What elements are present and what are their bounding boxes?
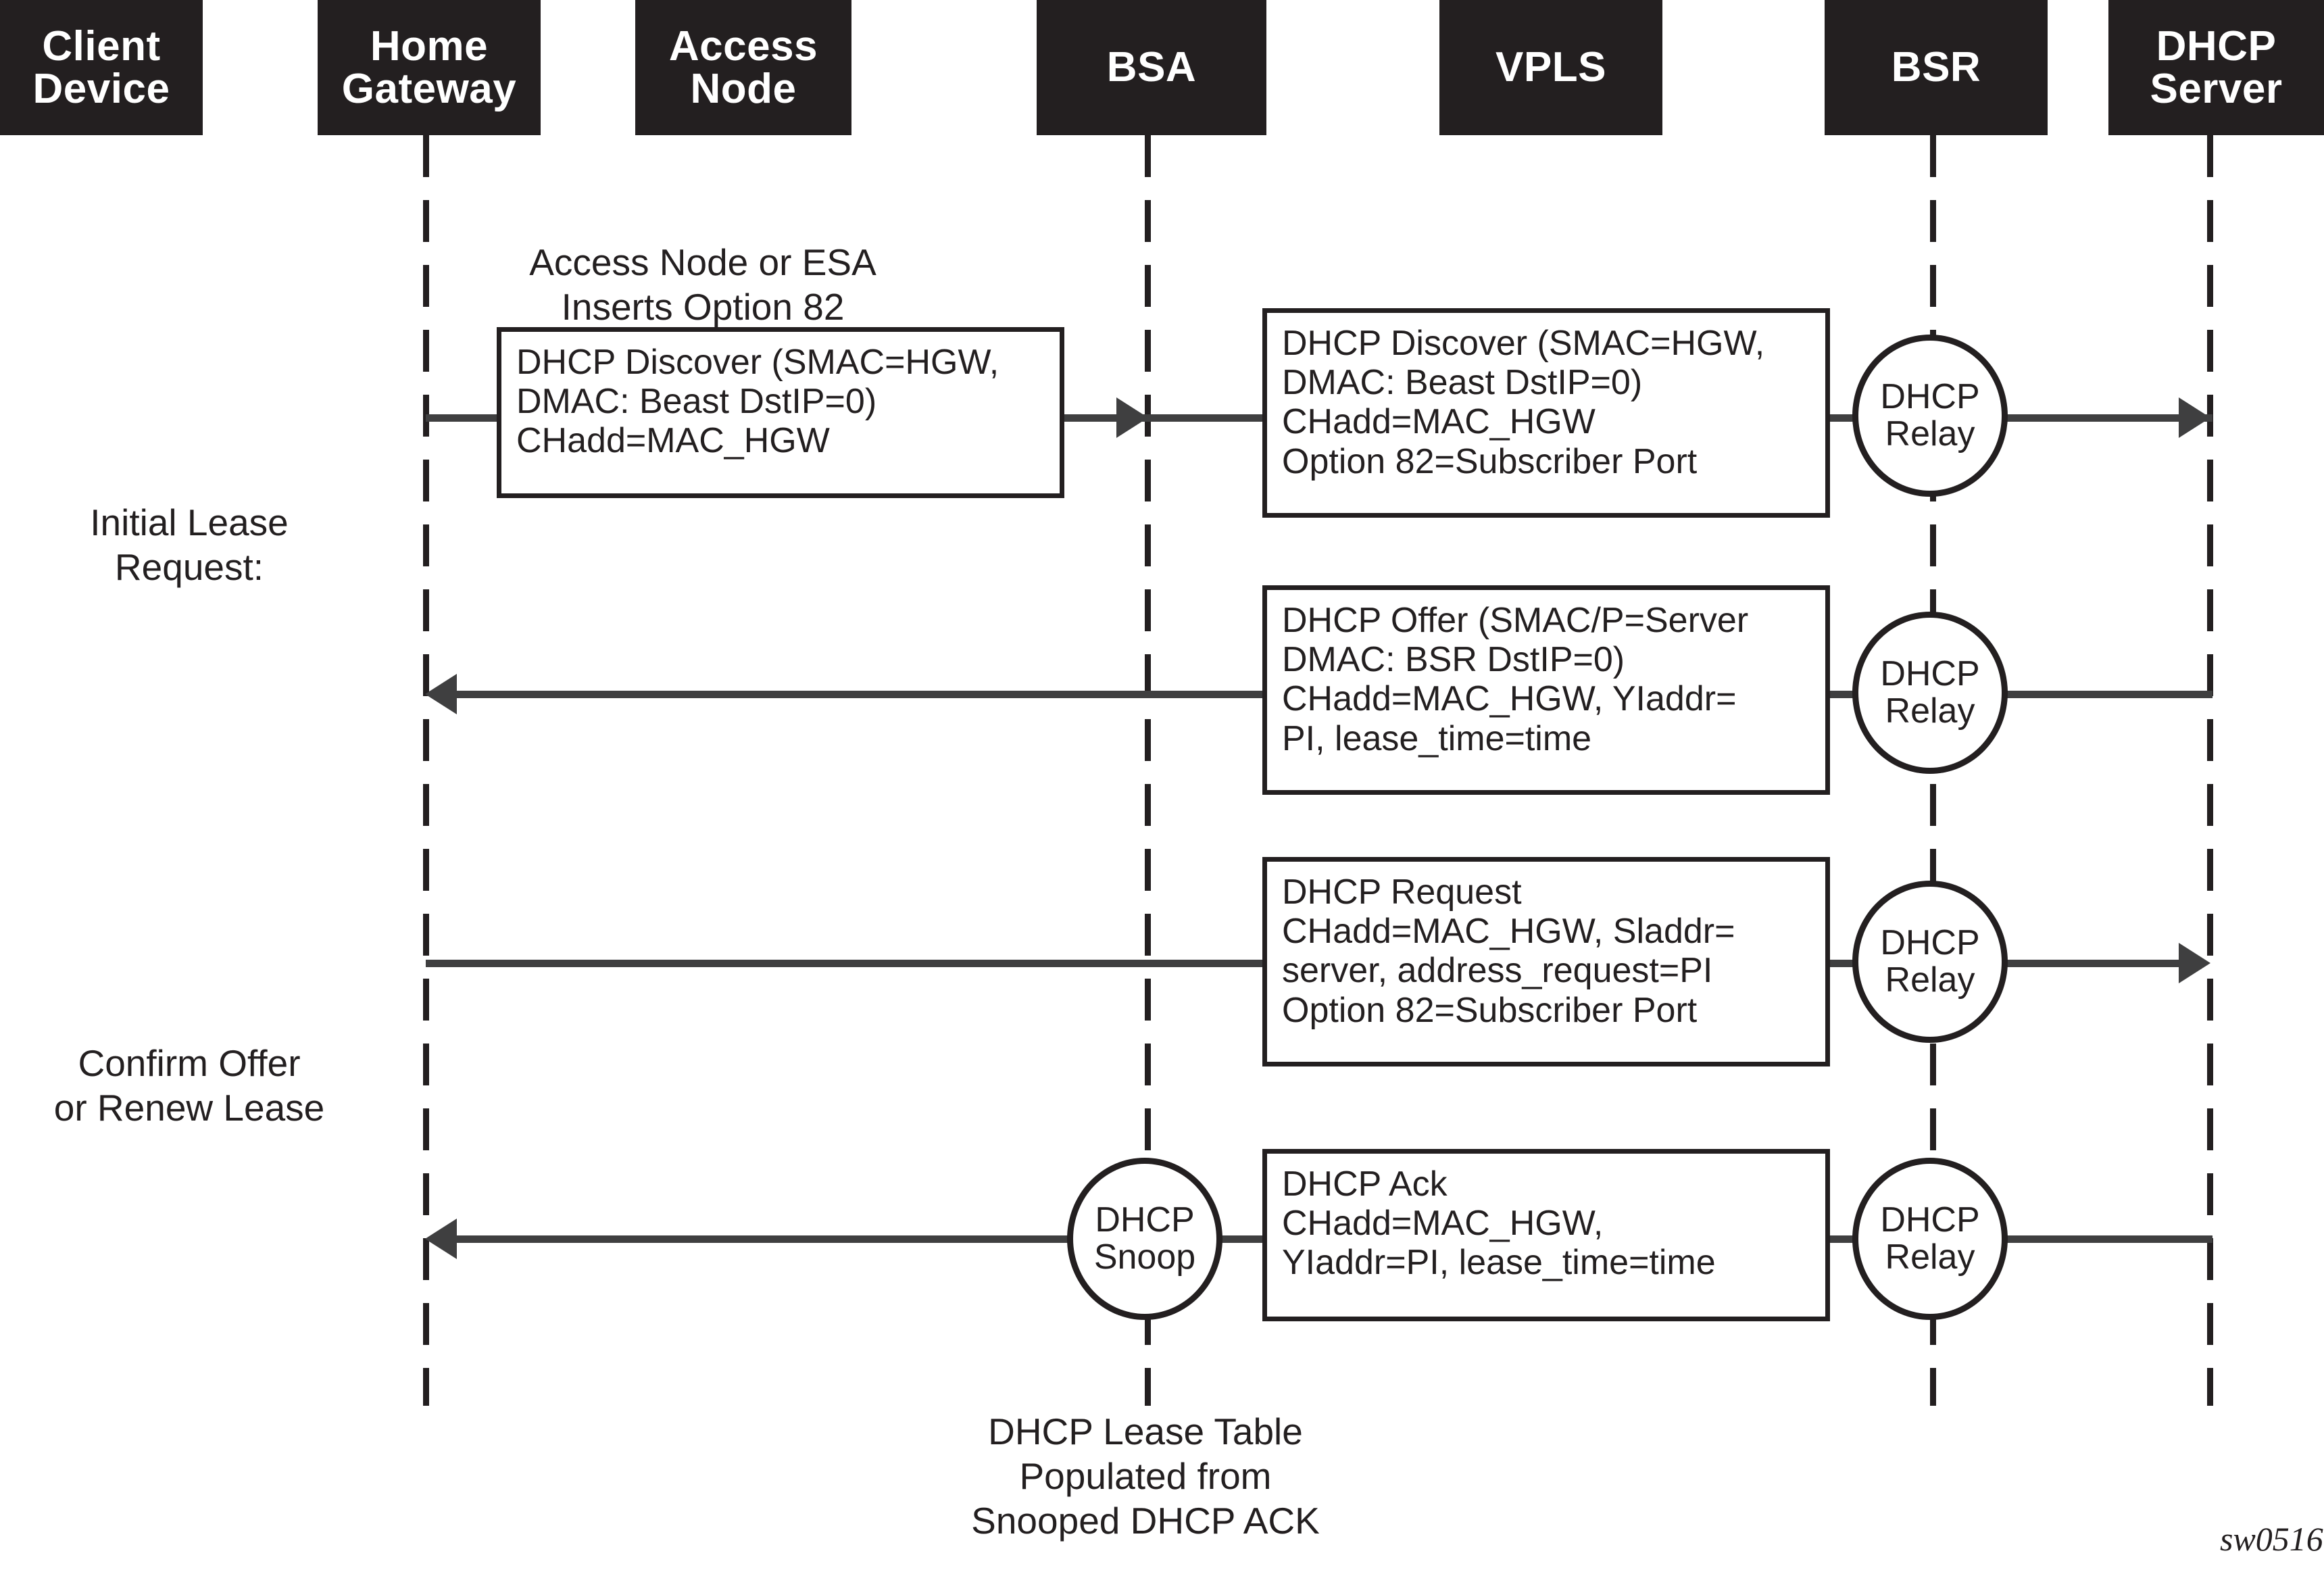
actor-vpls: VPLS xyxy=(1439,0,1662,135)
annotation-option-82-insert: Access Node or ESA Inserts Option 82 xyxy=(529,241,876,328)
actor-home-gateway-line2: Gateway xyxy=(341,66,517,112)
lifeline-bsa xyxy=(1145,135,1151,1406)
arrowhead-discover-access xyxy=(1116,397,1148,438)
actor-client-device-line2: Device xyxy=(32,66,170,112)
figure-id: sw0516 xyxy=(2220,1520,2323,1558)
actor-dhcp-server: DHCP Server xyxy=(2108,0,2324,135)
node-dhcp-relay-ack-line2: Relay xyxy=(1885,1237,1975,1277)
node-dhcp-snoop-ack-line2: Snoop xyxy=(1093,1237,1196,1277)
message-box-dhcp-discover-core: DHCP Discover (SMAC=HGW, DMAC: Beast Dst… xyxy=(1262,308,1830,518)
arrowhead-discover-core xyxy=(2179,397,2210,438)
node-dhcp-relay-ack-line1: DHCP xyxy=(1880,1200,1980,1240)
lifeline-home-gateway xyxy=(423,135,429,1406)
actor-dhcp-server-line2: Server xyxy=(2150,66,2283,112)
actor-home-gateway: Home Gateway xyxy=(318,0,541,135)
actor-bsa-line1: BSA xyxy=(1106,44,1197,91)
actor-bsa: BSA xyxy=(1037,0,1266,135)
actor-access-node-line2: Node xyxy=(690,66,797,112)
arrowhead-ack xyxy=(425,1219,457,1259)
message-box-dhcp-request: DHCP Request CHadd=MAC_HGW, Sladdr= serv… xyxy=(1262,857,1830,1066)
actor-vpls-line1: VPLS xyxy=(1495,44,1606,91)
node-dhcp-snoop-ack: DHCP Snoop xyxy=(1067,1158,1222,1320)
phase-label-initial-lease-request: Initial Lease Request: xyxy=(90,501,289,588)
node-dhcp-relay-offer-line2: Relay xyxy=(1885,691,1975,731)
actor-dhcp-server-line1: DHCP xyxy=(2156,22,2277,70)
node-dhcp-relay-offer: DHCP Relay xyxy=(1852,612,2008,774)
node-dhcp-relay-request-line2: Relay xyxy=(1885,960,1975,1000)
node-dhcp-relay-request-line1: DHCP xyxy=(1880,923,1980,963)
annotation-lease-table: DHCP Lease Table Populated from Snooped … xyxy=(971,1410,1320,1542)
actor-client-device-line1: Client xyxy=(42,22,161,70)
arrowhead-request xyxy=(2179,943,2210,983)
actor-bsr: BSR xyxy=(1825,0,2048,135)
actor-client-device: Client Device xyxy=(0,0,203,135)
actor-access-node-line1: Access xyxy=(668,22,818,70)
node-dhcp-relay-discover-line1: DHCP xyxy=(1880,377,1980,417)
message-box-dhcp-discover-access: DHCP Discover (SMAC=HGW, DMAC: Beast Dst… xyxy=(497,327,1064,498)
node-dhcp-relay-request: DHCP Relay xyxy=(1852,881,2008,1043)
node-dhcp-relay-discover: DHCP Relay xyxy=(1852,335,2008,497)
arrowhead-offer xyxy=(425,674,457,714)
node-dhcp-snoop-ack-line1: DHCP xyxy=(1095,1200,1195,1240)
message-box-dhcp-offer: DHCP Offer (SMAC/P=Server DMAC: BSR DstI… xyxy=(1262,585,1830,795)
node-dhcp-relay-ack: DHCP Relay xyxy=(1852,1158,2008,1320)
message-box-dhcp-ack: DHCP Ack CHadd=MAC_HGW, YIaddr=PI, lease… xyxy=(1262,1149,1830,1321)
actor-home-gateway-line1: Home xyxy=(370,22,489,70)
node-dhcp-relay-discover-line2: Relay xyxy=(1885,414,1975,453)
actor-access-node: Access Node xyxy=(635,0,851,135)
phase-label-confirm-offer-or-renew-lease: Confirm Offer or Renew Lease xyxy=(53,1042,325,1129)
actor-bsr-line1: BSR xyxy=(1891,44,1981,91)
lifeline-dhcp-server xyxy=(2207,135,2213,1406)
node-dhcp-relay-offer-line1: DHCP xyxy=(1880,654,1980,694)
